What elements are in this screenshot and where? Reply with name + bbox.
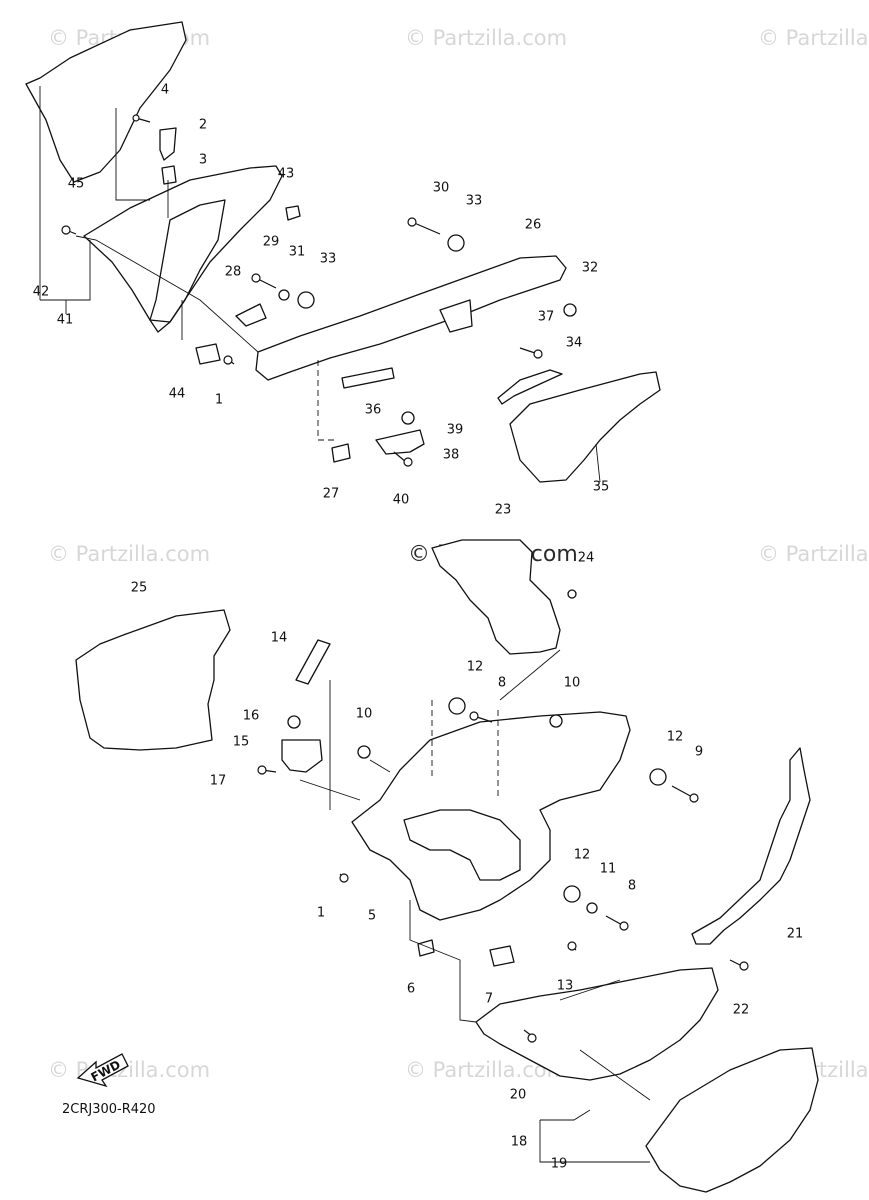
clip-7 [489,945,515,967]
callout-22[interactable]: 22 [732,1002,750,1018]
grommet-12 [649,768,667,786]
grommet-16 [287,715,301,729]
bracket-23 [431,539,561,655]
callout-8[interactable]: 8 [497,675,507,691]
callout-21[interactable]: 21 [786,926,804,942]
callout-28[interactable]: 28 [224,264,242,280]
watermark: © Partzilla.com [758,542,869,566]
watermark: © Partzilla.com [405,26,568,50]
callout-13[interactable]: 13 [556,978,574,994]
callout-10[interactable]: 10 [355,706,373,722]
callout-25[interactable]: 25 [130,580,148,596]
strip-36 [341,367,395,389]
callout-9[interactable]: 9 [694,744,704,760]
callout-14[interactable]: 14 [270,630,288,646]
callout-40[interactable]: 40 [392,492,410,508]
cover-35 [509,371,661,483]
callout-38[interactable]: 38 [442,447,460,463]
grommet-10 [549,714,563,728]
grommet-39 [401,411,415,425]
callout-19[interactable]: 19 [550,1156,568,1172]
callout-39[interactable]: 39 [446,422,464,438]
callout-36[interactable]: 36 [364,402,382,418]
callout-31[interactable]: 31 [288,244,306,260]
grommet-33 [447,234,465,252]
bracket-2 [159,127,177,161]
callout-16[interactable]: 16 [242,708,260,724]
strip-14 [295,639,331,685]
clip-43 [285,205,301,221]
grommet-32 [563,303,577,317]
callout-12[interactable]: 12 [466,659,484,675]
callout-42[interactable]: 42 [32,284,50,300]
callout-34[interactable]: 34 [565,335,583,351]
pad-44 [195,343,221,365]
callout-41[interactable]: 41 [56,312,74,328]
side-cover-42 [25,21,187,183]
callout-2[interactable]: 2 [198,117,208,133]
grommet-11 [586,902,598,914]
callout-24[interactable]: 24 [577,550,595,566]
callout-18[interactable]: 18 [510,1134,528,1150]
callout-23[interactable]: 23 [494,502,512,518]
pad-25 [75,609,231,751]
callout-4[interactable]: 4 [160,82,170,98]
strip-34 [497,369,563,405]
callout-26[interactable]: 26 [524,217,542,233]
callout-27[interactable]: 27 [322,486,340,502]
callout-15[interactable]: 15 [232,734,250,750]
callout-44[interactable]: 44 [168,386,186,402]
callout-45[interactable]: 45 [67,176,85,192]
callout-33[interactable]: 33 [319,251,337,267]
grommet-12 [448,697,466,715]
callout-35[interactable]: 35 [592,479,610,495]
watermark: © Partzilla.com [48,542,211,566]
callout-17[interactable]: 17 [209,773,227,789]
bracket-15 [281,739,323,773]
fwd-arrow-icon [76,1053,129,1088]
callout-33[interactable]: 33 [465,193,483,209]
callout-1[interactable]: 1 [316,905,326,921]
watermark: © Partzilla.com [758,26,869,50]
callout-30[interactable]: 30 [432,180,450,196]
diagram-code: 2CRJ300-R420 [62,1102,156,1117]
callout-12[interactable]: 12 [666,729,684,745]
cover-18 [475,967,719,1081]
callout-1[interactable]: 1 [214,392,224,408]
bracket-26 [255,255,567,381]
grommet-31 [278,289,290,301]
bracket-21 [691,747,811,945]
callout-10[interactable]: 10 [563,675,581,691]
side-cover-19 [645,1047,819,1193]
callout-8[interactable]: 8 [627,878,637,894]
callout-29[interactable]: 29 [262,234,280,250]
callout-7[interactable]: 7 [484,991,494,1007]
clip-6 [417,939,435,957]
grommet-10 [357,745,371,759]
bolt-30 [411,221,441,235]
callout-11[interactable]: 11 [599,861,617,877]
grommet-12 [563,885,581,903]
callout-6[interactable]: 6 [406,981,416,997]
callout-32[interactable]: 32 [581,260,599,276]
frame-cover-5 [351,711,631,921]
callout-3[interactable]: 3 [198,152,208,168]
callout-43[interactable]: 43 [277,166,295,182]
watermark: © Partzilla.com [48,1058,211,1082]
damper-3 [161,165,177,185]
callout-12[interactable]: 12 [573,847,591,863]
callout-20[interactable]: 20 [509,1087,527,1103]
clip-27 [331,443,351,463]
inner-cover-41 [83,165,283,333]
grommet-33 [297,291,315,309]
callout-5[interactable]: 5 [367,908,377,924]
bracket-38 [375,429,425,455]
bracket-28 [235,303,267,327]
nut-24 [567,589,577,599]
callout-37[interactable]: 37 [537,309,555,325]
